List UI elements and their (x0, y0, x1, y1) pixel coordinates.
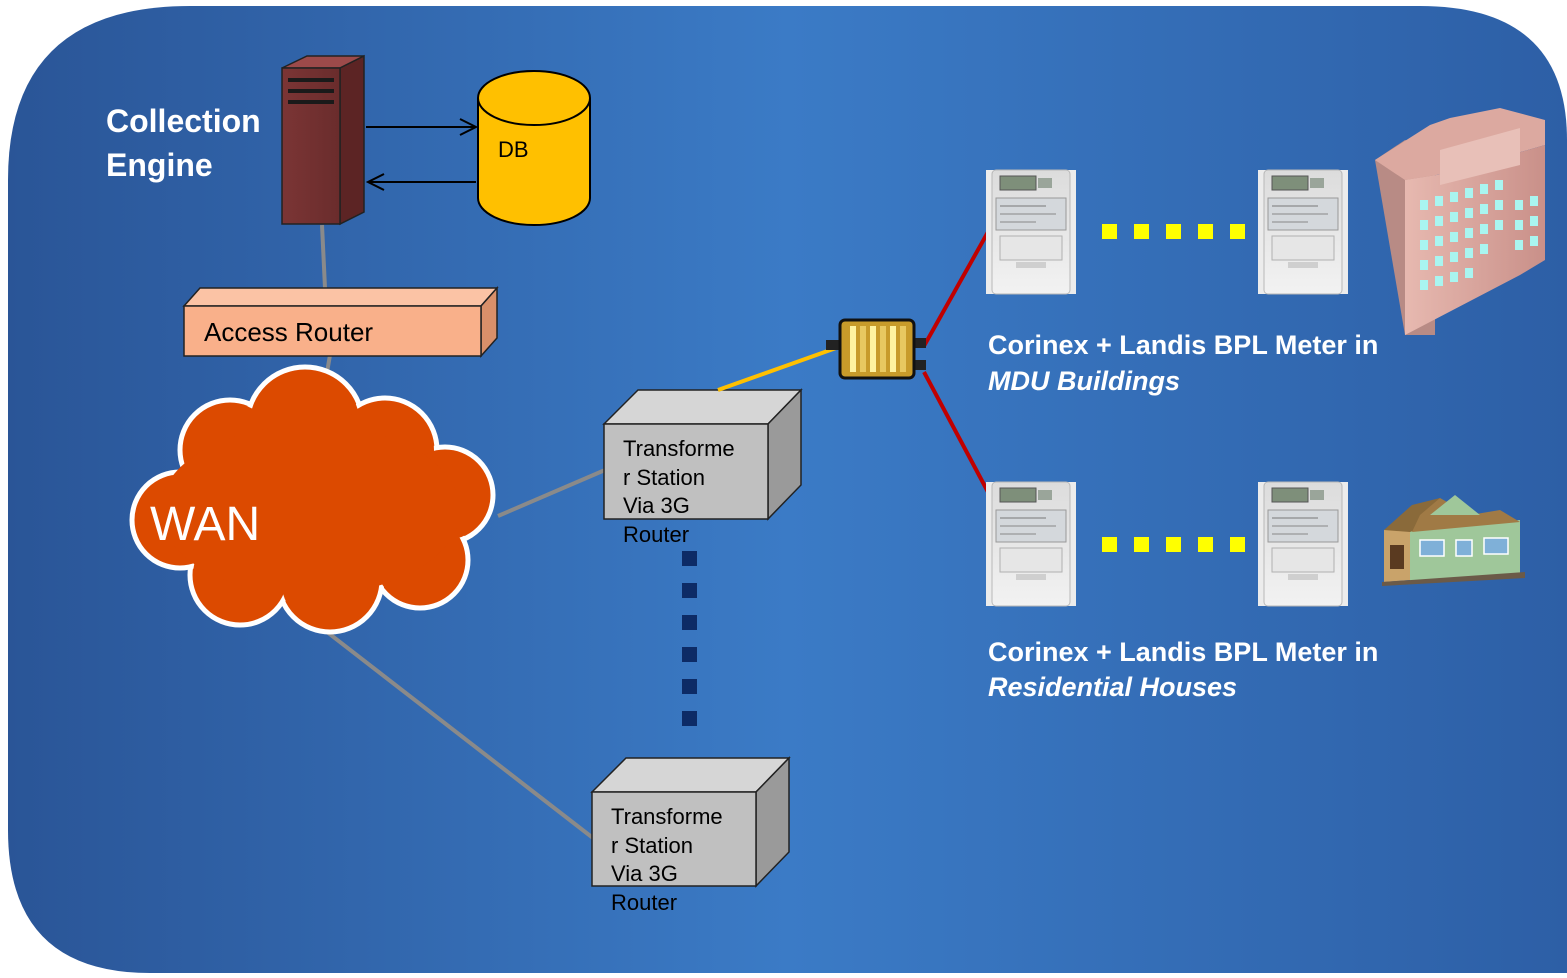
meter-icon-mdu-1 (985, 169, 1077, 295)
residential-caption: Corinex + Landis BPL Meter in Residentia… (988, 637, 1386, 702)
transformer-station-label-2: Transforme r Station Via 3G Router (611, 804, 729, 915)
meter-icon-mdu-2 (1257, 169, 1349, 295)
db-label: DB (498, 137, 529, 162)
access-router-box (182, 286, 499, 358)
meter-ellipsis-dots-residential (1102, 537, 1245, 552)
mdu-building-icon (1375, 108, 1545, 335)
access-router-label: Access Router (204, 317, 373, 347)
residential-house-icon (1382, 495, 1525, 586)
coupler-link-line (717, 346, 837, 392)
meter-ellipsis-dots-mdu (1102, 224, 1245, 239)
meter-icon-residential-2 (1257, 481, 1349, 607)
meter-link-lines (922, 231, 990, 493)
collection-engine-server (281, 54, 365, 226)
bpl-coupler-icon (826, 318, 926, 380)
transformer-station-label-1: Transforme r Station Via 3G Router (623, 436, 741, 547)
server-db-arrows (365, 118, 479, 191)
transformer-station-box-1 (602, 388, 803, 521)
collection-engine-label: Collection Engine (106, 103, 270, 183)
station-ellipsis-dots (682, 551, 697, 726)
transformer-station-box-2 (590, 756, 791, 888)
wan-label: WAN (150, 498, 260, 551)
wan-cloud-fill (135, 370, 490, 629)
database-cylinder (477, 70, 591, 226)
meter-icon-residential-1 (985, 481, 1077, 607)
mdu-caption: Corinex + Landis BPL Meter in MDU Buildi… (988, 330, 1386, 396)
